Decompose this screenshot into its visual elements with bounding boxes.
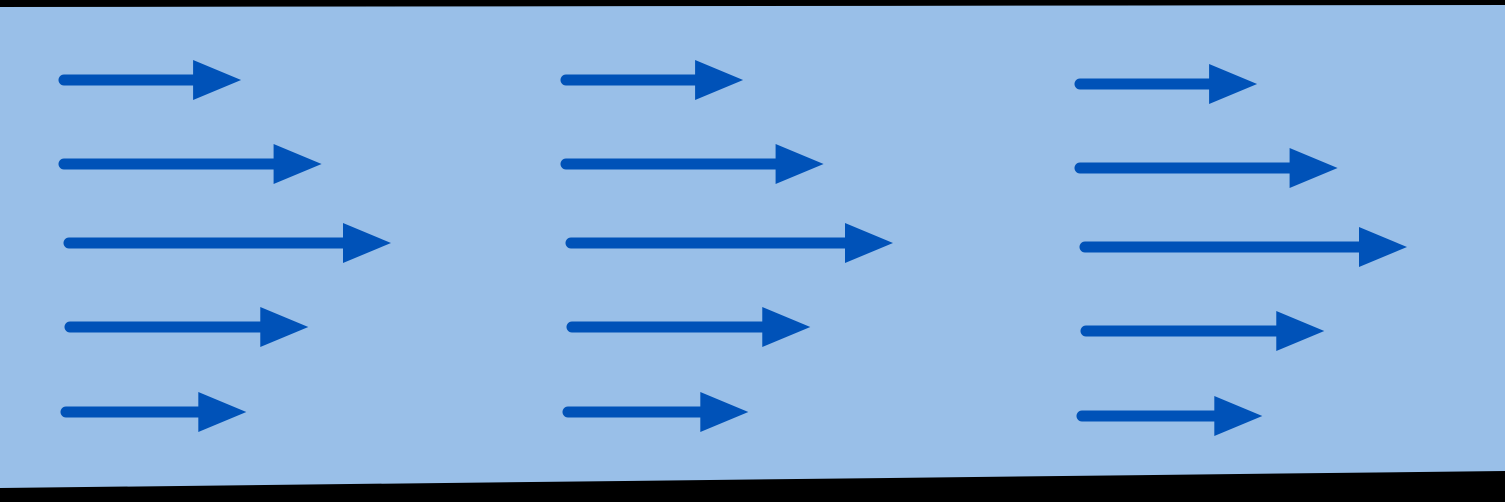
arrow-head [273,144,322,184]
arrow-right-icon [562,392,749,432]
arrow-head [695,60,744,100]
arrow-right-icon [58,60,242,100]
arrow-head [1214,396,1263,436]
arrow-head [775,144,824,184]
arrow-right-icon [1074,148,1338,188]
arrow-right-icon [1076,396,1263,436]
arrow-right-icon [565,223,893,263]
arrow-right-icon [63,223,391,263]
arrow-head [700,392,749,432]
arrow-head [1209,64,1258,104]
arrow-right-icon [560,60,744,100]
arrow-head [1276,311,1325,351]
arrow-head [198,392,247,432]
arrow-head [1359,227,1407,267]
arrow-right-icon [1080,311,1325,351]
arrow-right-icon [60,392,247,432]
arrow-head [260,307,309,347]
arrow-right-icon [560,144,824,184]
arrow-head [1289,148,1338,188]
arrow-head [845,223,893,263]
arrow-head [762,307,811,347]
arrow-group [58,60,1407,436]
arrow-right-icon [1079,227,1407,267]
arrow-right-icon [566,307,811,347]
arrow-head [343,223,391,263]
arrow-head [193,60,242,100]
arrow-right-icon [58,144,322,184]
arrow-right-icon [64,307,309,347]
arrow-right-icon [1074,64,1258,104]
